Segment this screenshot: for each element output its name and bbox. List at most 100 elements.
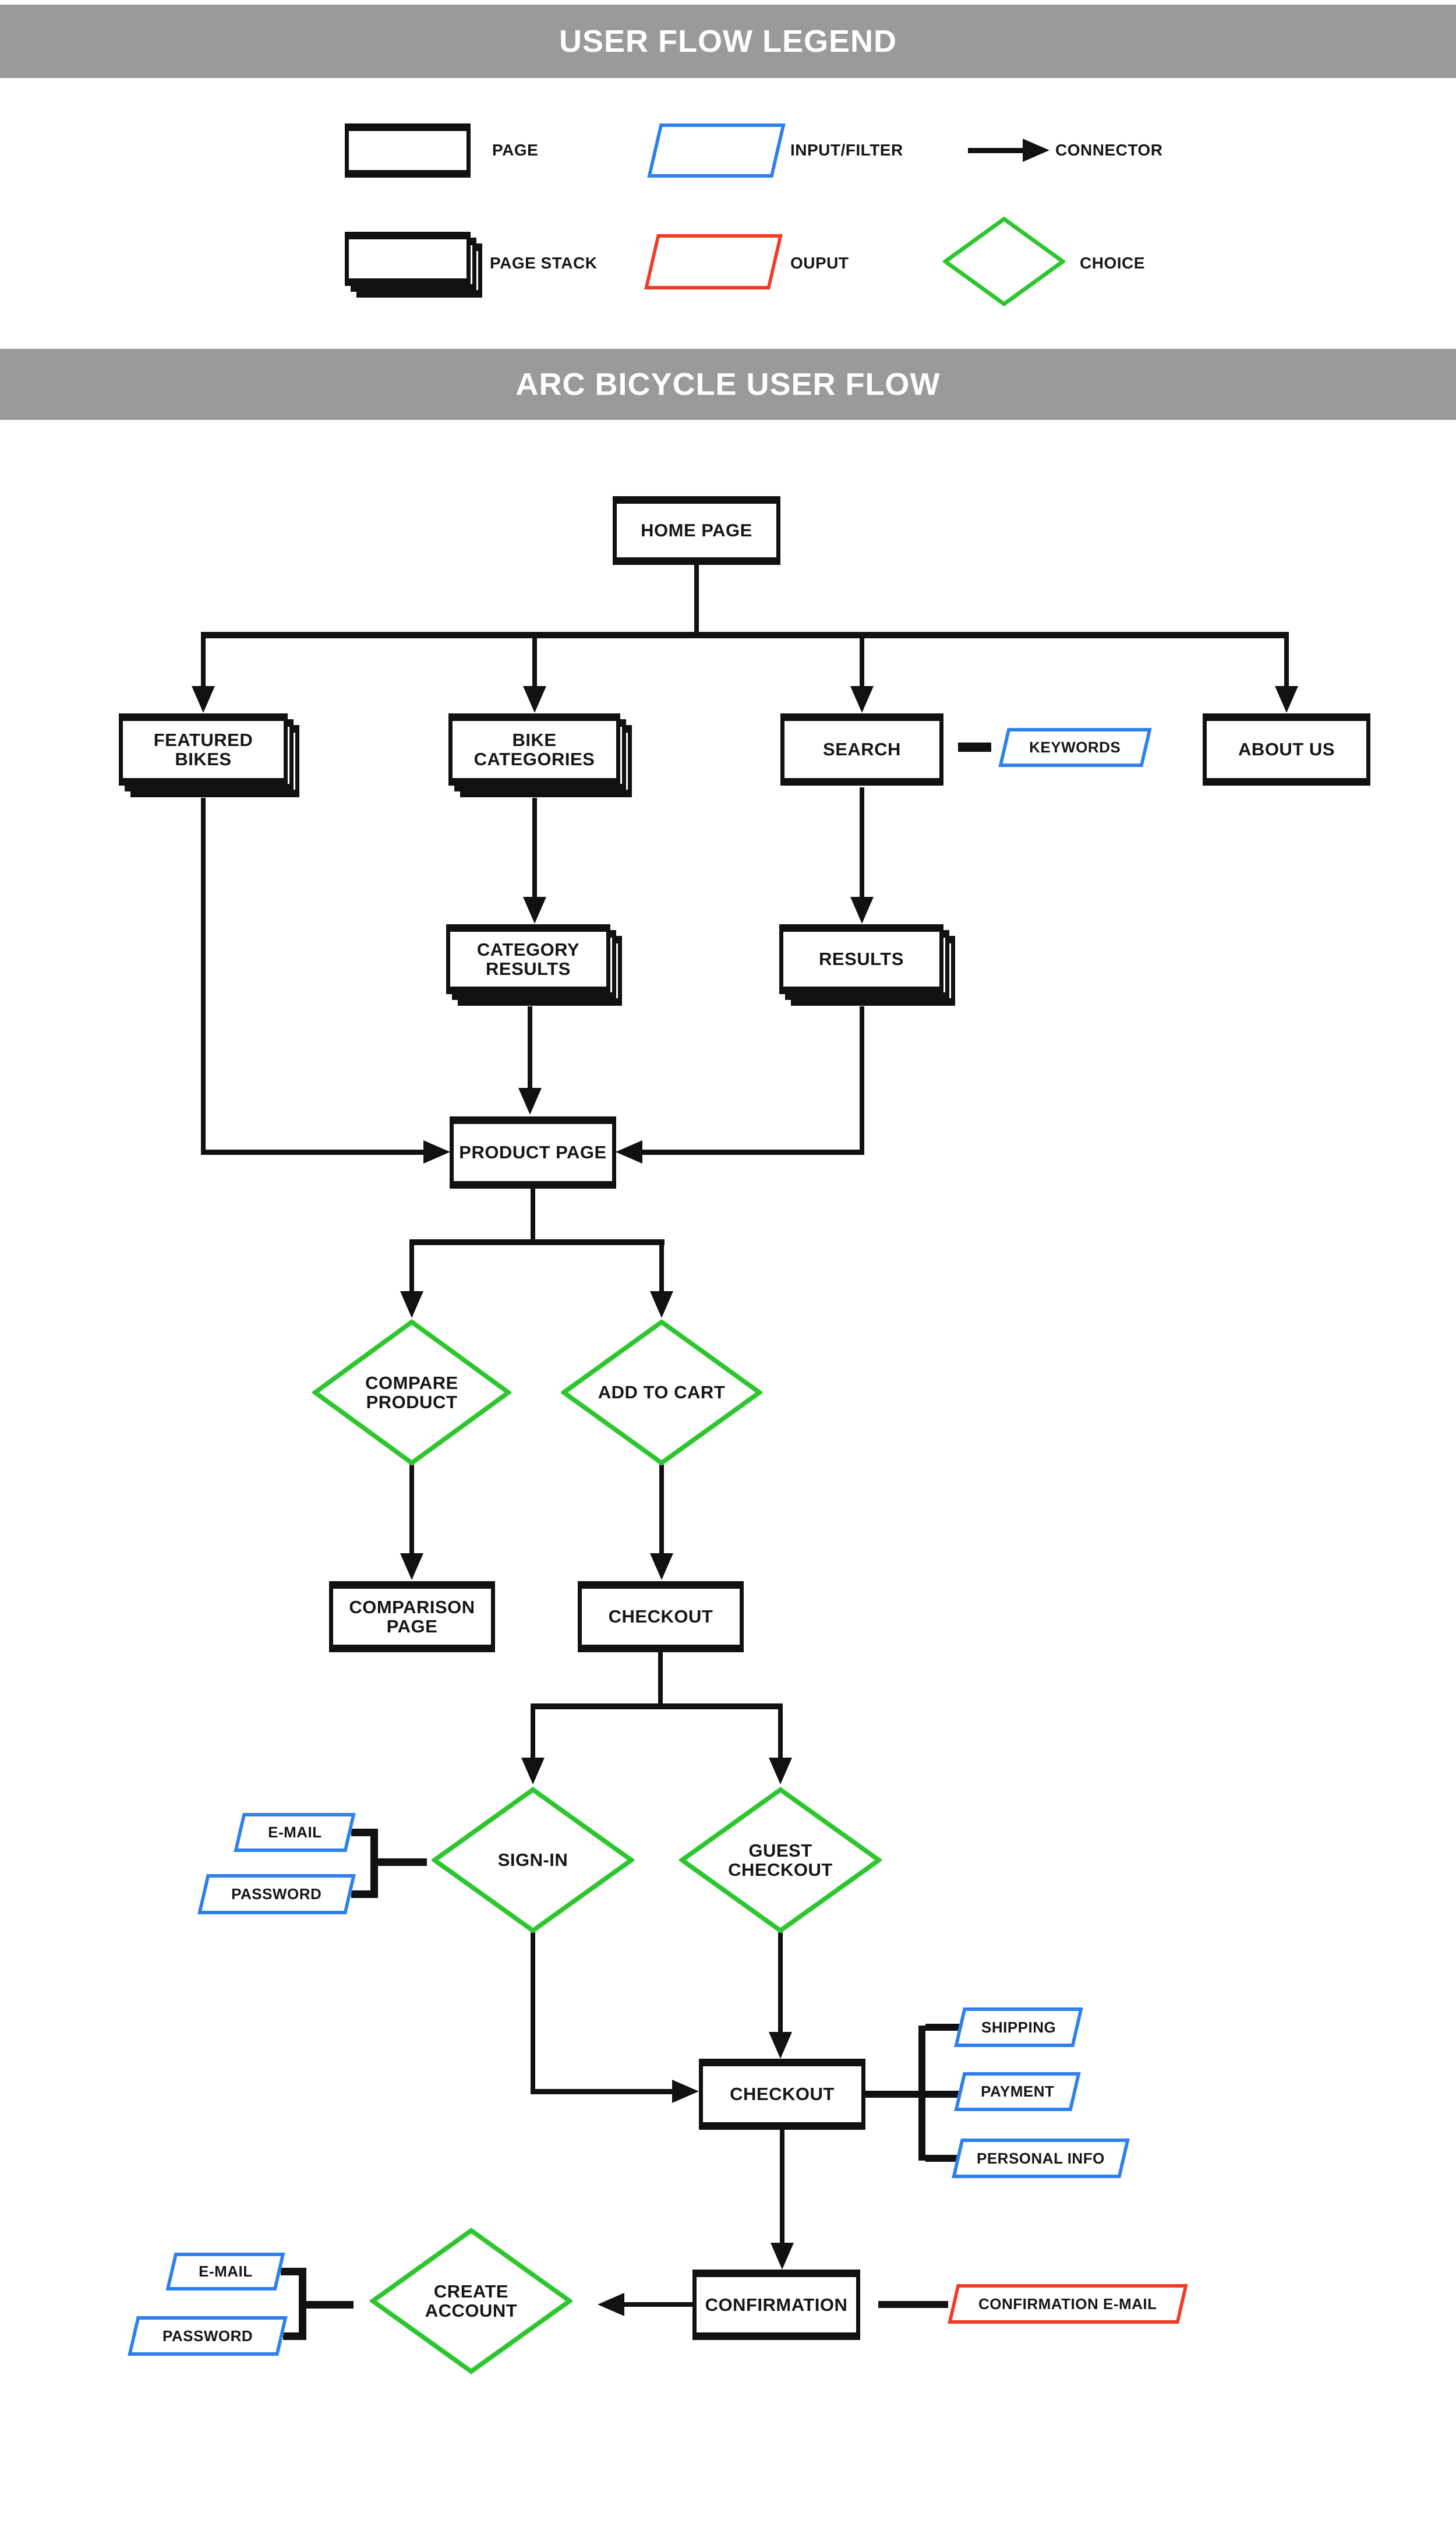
node-password-sign-in: PASSWORD	[197, 1874, 356, 1914]
node-checkout-2: CHECKOUT	[699, 2059, 865, 2130]
arrowhead-addtocart	[650, 1291, 673, 1318]
legend-page-label: PAGE	[492, 141, 539, 159]
arrowhead-product-right	[616, 1140, 642, 1164]
arrowhead-featured	[192, 686, 215, 713]
connector-drop-guest	[778, 1706, 783, 1758]
connector-drop-categories	[532, 635, 537, 688]
arrowhead-guest	[769, 1758, 792, 1784]
arrowhead-results	[850, 897, 874, 924]
arrowhead-checkout1	[650, 1553, 673, 1580]
node-shipping: SHIPPING	[954, 2007, 1083, 2047]
legend-page-icon	[345, 123, 471, 178]
connector-compare-down	[409, 1465, 414, 1553]
node-email-sign-in: E-MAIL	[234, 1813, 356, 1852]
connector-signin-down	[531, 1932, 535, 2094]
node-featured-bikes: FEATURED BIKES	[119, 713, 299, 797]
connector-distribution-bar	[201, 632, 1289, 638]
connector-checkout1-down	[658, 1651, 663, 1708]
legend-page-stack-label: PAGE STACK	[490, 254, 598, 272]
legend-choice-label: CHOICE	[1080, 254, 1145, 272]
node-comparison-page: COMPARISON PAGE	[329, 1581, 495, 1652]
legend-connector-label: CONNECTOR	[1055, 141, 1163, 159]
connector-addtocart-down	[659, 1465, 664, 1553]
connector-search-to-results	[860, 787, 864, 897]
node-keywords: KEYWORDS	[998, 728, 1152, 767]
connector-inputs-bracket	[918, 2026, 925, 2161]
connector-results-down	[860, 1006, 864, 1154]
legend-input-filter-icon	[647, 123, 786, 178]
flow-header: ARC BICYCLE USER FLOW	[0, 349, 1456, 420]
legend-input-filter-label: INPUT/FILTER	[790, 141, 903, 159]
connector-checkout2-down	[780, 2129, 784, 2244]
connector-drop-search	[860, 635, 864, 688]
legend-title: USER FLOW LEGEND	[559, 24, 897, 59]
flow-title: ARC BICYCLE USER FLOW	[515, 367, 941, 402]
node-create-account: CREATE ACCOUNT	[370, 2228, 572, 2374]
arrowhead-compare	[400, 1291, 423, 1318]
node-home-page: HOME PAGE	[613, 496, 780, 565]
connector-signin-bracket	[370, 1829, 378, 1898]
node-confirmation: CONFIRMATION	[692, 2270, 860, 2340]
connector-product-down	[531, 1187, 535, 1243]
connector-signin-right	[531, 2089, 672, 2094]
connector-create-bracket-mid	[306, 2301, 354, 2309]
connector-drop-signin	[531, 1706, 535, 1758]
connector-drop-addtocart	[659, 1242, 664, 1293]
connector-featured-right	[201, 1150, 423, 1155]
connector-categories-to-results	[532, 798, 537, 897]
node-checkout-1: CHECKOUT	[578, 1581, 744, 1652]
legend-header: USER FLOW LEGEND	[0, 5, 1456, 78]
node-category-results: CATEGORY RESULTS	[446, 924, 622, 1006]
node-compare-product: COMPARE PRODUCT	[312, 1319, 511, 1466]
arrowhead-category-results	[523, 897, 546, 924]
connector-confirmation-left	[624, 2302, 694, 2307]
connector-checkout-split-bar	[531, 1703, 783, 1709]
node-results: RESULTS	[779, 924, 955, 1006]
arrowhead-signin	[521, 1758, 545, 1784]
node-guest-checkout: GUEST CHECKOUT	[679, 1787, 882, 1934]
connector-catresults-to-product	[528, 1006, 532, 1088]
legend-connector-icon	[968, 148, 1023, 153]
arrowhead-search	[850, 686, 874, 713]
node-payment: PAYMENT	[954, 2072, 1081, 2111]
connector-results-left	[642, 1150, 864, 1155]
node-confirmation-email: CONFIRMATION E-MAIL	[948, 2284, 1188, 2324]
node-personal-info: PERSONAL INFO	[952, 2138, 1130, 2178]
connector-featured-down	[201, 798, 206, 1154]
node-bike-categories: BIKE CATEGORIES	[448, 713, 632, 797]
arrowhead-categories	[523, 686, 546, 713]
legend-output-label: OUPUT	[790, 254, 849, 272]
connector-drop-compare	[409, 1242, 414, 1293]
connector-create-bracket	[299, 2268, 306, 2340]
node-about-us: ABOUT US	[1203, 713, 1370, 786]
node-email-create: E-MAIL	[165, 2253, 285, 2290]
connector-drop-about	[1284, 635, 1289, 688]
node-password-create: PASSWORD	[128, 2316, 288, 2356]
connector-checkout2-right	[865, 2091, 959, 2098]
connector-guest-down	[778, 1932, 783, 2033]
node-search: SEARCH	[780, 713, 943, 786]
connector-confirmation-email	[878, 2301, 948, 2308]
connector-product-split-bar	[409, 1239, 665, 1245]
node-add-to-cart: ADD TO CART	[561, 1319, 762, 1466]
legend-connector-arrowhead-icon	[1023, 139, 1049, 162]
arrowhead-confirmation	[771, 2243, 794, 2270]
legend-choice-icon	[943, 217, 1065, 306]
arrowhead-checkout2-top	[769, 2032, 792, 2059]
legend-output-icon	[644, 234, 783, 289]
arrowhead-about	[1275, 686, 1298, 713]
node-sign-in: SIGN-IN	[432, 1787, 634, 1934]
arrowhead-product-left	[423, 1140, 450, 1164]
arrowhead-checkout2-left	[672, 2080, 699, 2103]
connector-shipping-stub	[925, 2024, 960, 2031]
arrowhead-product-top	[518, 1088, 542, 1115]
connector-personalinfo-stub	[925, 2155, 958, 2162]
connector-drop-featured	[201, 635, 206, 688]
connector-search-keywords	[958, 743, 991, 752]
node-product-page: PRODUCT PAGE	[450, 1116, 616, 1189]
legend-page-stack-icon	[345, 232, 482, 298]
arrowhead-comparison-page	[400, 1553, 423, 1580]
arrowhead-create-account	[598, 2293, 624, 2316]
connector-signin-bracket-mid	[378, 1858, 427, 1866]
